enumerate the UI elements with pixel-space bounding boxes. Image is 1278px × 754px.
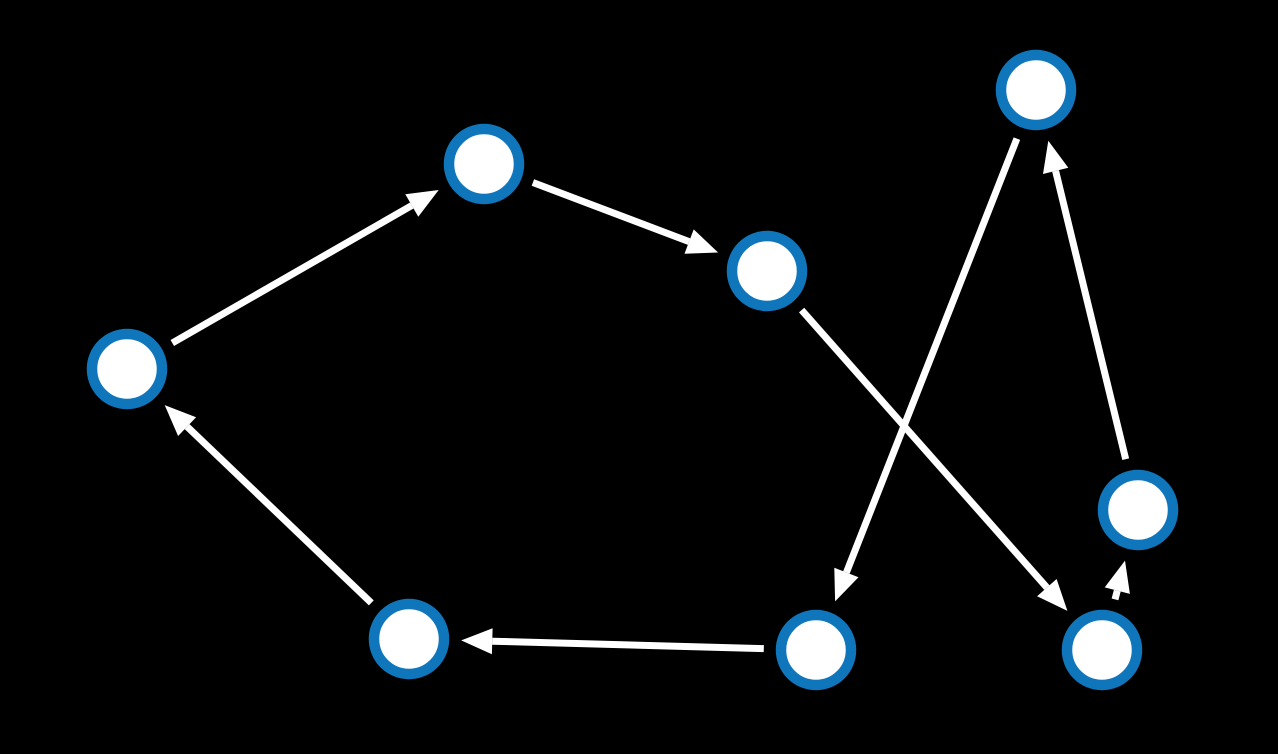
node-H — [368, 598, 450, 680]
edge-C-F — [798, 307, 1050, 590]
node-G — [775, 609, 857, 691]
arrowhead-C-F — [1037, 579, 1068, 611]
node-C — [726, 230, 808, 312]
node-D — [995, 49, 1077, 131]
arrowhead-D-G — [834, 567, 859, 602]
node-A — [86, 328, 168, 410]
arrowhead-B-C — [684, 229, 719, 254]
edge-A-B — [170, 202, 414, 347]
edge-G-H — [492, 637, 764, 653]
arrowhead-E-D — [1043, 140, 1069, 174]
arrowhead-G-H — [461, 628, 493, 655]
arrowhead-A-B — [405, 190, 439, 217]
edge-E-D — [1052, 170, 1130, 461]
node-F — [1061, 609, 1143, 691]
arrowhead-F-E — [1104, 560, 1130, 594]
edge-D-G — [843, 137, 1021, 574]
edge-B-C — [531, 179, 691, 245]
edge-H-A — [184, 424, 374, 606]
arrowhead-H-A — [164, 405, 197, 436]
node-E — [1097, 469, 1179, 551]
node-B — [443, 123, 525, 205]
edge-F-E — [1111, 589, 1121, 601]
